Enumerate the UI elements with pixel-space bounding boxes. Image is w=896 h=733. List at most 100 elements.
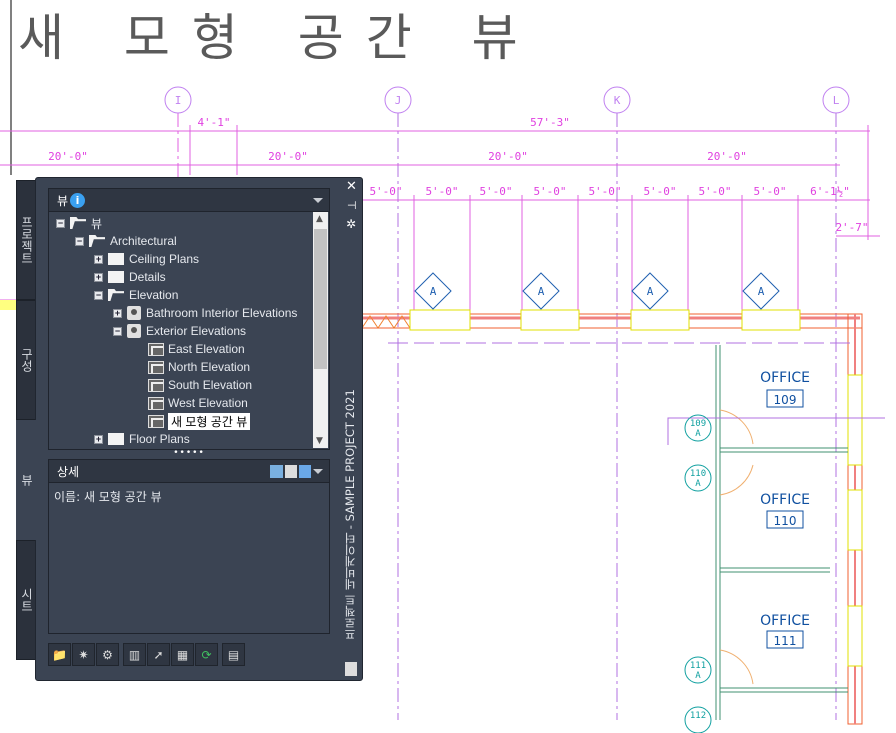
dropdown-icon[interactable] xyxy=(313,198,323,203)
room-number: 110 xyxy=(774,514,797,528)
refresh-button[interactable]: ⟳ xyxy=(195,643,218,666)
tree-label: 새 모형 공간 뷰 xyxy=(168,412,251,430)
tree-label: 뷰 xyxy=(91,216,103,231)
layout-button[interactable]: ▦ xyxy=(171,643,194,666)
expand-icon[interactable]: + xyxy=(113,307,122,318)
tab-project[interactable]: 프로젝트 xyxy=(16,180,38,300)
elevation-view-icon xyxy=(148,378,164,392)
tab-label: 시트 xyxy=(19,588,34,612)
dim-text: 5'-0" xyxy=(369,185,402,198)
add-category-button[interactable]: 📁 xyxy=(48,643,71,666)
tab-label: 뷰 xyxy=(19,474,34,486)
dim-text: 5'-0" xyxy=(479,185,512,198)
repath-button[interactable]: ▤ xyxy=(222,643,245,666)
tree-item-north-elevation[interactable]: North Elevation xyxy=(148,358,250,376)
scroll-up-icon[interactable]: ▲ xyxy=(316,214,323,224)
details-pane: 이름: 새 모형 공간 뷰 xyxy=(48,483,330,634)
view-history-icon[interactable] xyxy=(270,465,283,478)
elevation-view-icon xyxy=(148,396,164,410)
views-header-label: 뷰 xyxy=(57,193,69,208)
tree-item-details[interactable]: + Details xyxy=(94,268,166,286)
folder-open-icon xyxy=(89,235,105,247)
collapse-icon[interactable]: − xyxy=(56,217,65,228)
grid-label: I xyxy=(175,94,182,107)
folder-open-icon xyxy=(70,217,86,229)
splitter-handle[interactable]: ••••• xyxy=(173,448,205,458)
expand-icon[interactable]: + xyxy=(94,271,103,282)
tree-item-floor-plans[interactable]: + Floor Plans xyxy=(94,430,190,448)
xref-button[interactable]: ▥ xyxy=(123,643,146,666)
tree-item-architectural[interactable]: −Architectural xyxy=(75,232,177,250)
windows xyxy=(409,309,863,667)
door-tag-letter: A xyxy=(695,429,701,439)
tag-label: A xyxy=(758,285,765,298)
dim-text: 5'-0" xyxy=(643,185,676,198)
tree-item-elevation[interactable]: −Elevation xyxy=(94,286,178,304)
grid-label: K xyxy=(614,94,621,107)
tree-label: East Elevation xyxy=(168,342,245,356)
palette-title-bar[interactable]: ✕ ⊣ ✲ xyxy=(340,177,362,681)
select-button[interactable]: ➚ xyxy=(147,643,170,666)
scroll-down-icon[interactable]: ▼ xyxy=(316,436,323,446)
tree-label: Details xyxy=(129,270,166,284)
views-tree[interactable]: −뷰 −Architectural +Ceiling Plans +Detail… xyxy=(48,212,330,450)
scroll-thumb[interactable] xyxy=(314,229,327,369)
palette-toolbar: 📁 ✷ ⚙ ▥ ➚ ▦ ⟳ ▤ xyxy=(48,643,246,666)
collapse-icon[interactable]: − xyxy=(75,235,84,246)
tree-item-exterior-elevations[interactable]: − Exterior Elevations xyxy=(113,322,246,340)
info-icon[interactable]: i xyxy=(70,192,86,208)
view-title: 새 모형 공간 뷰 xyxy=(18,9,540,67)
folder-icon xyxy=(108,271,124,283)
auto-hide-icon[interactable]: ⊣ xyxy=(347,199,357,212)
tree-scrollbar[interactable]: ▲▼ xyxy=(313,212,328,448)
door-tag-number: 112 xyxy=(690,711,706,721)
dim-text: 20'-0" xyxy=(268,150,308,163)
section-tags xyxy=(414,272,780,310)
tree-label: Floor Plans xyxy=(129,432,190,446)
add-view-button[interactable]: ✷ xyxy=(72,643,95,666)
tag-label: A xyxy=(538,285,545,298)
door-tag-number: 109 xyxy=(690,419,706,429)
dropdown-icon[interactable] xyxy=(313,469,323,474)
tree-label: North Elevation xyxy=(168,360,251,374)
close-icon[interactable]: ✕ xyxy=(346,179,357,194)
door-tag-number: 110 xyxy=(690,469,706,479)
list-icon[interactable] xyxy=(285,465,297,478)
tree-item-east-elevation[interactable]: East Elevation xyxy=(148,340,245,358)
room-number: 109 xyxy=(774,393,797,407)
tree-item-bathroom-elevations[interactable]: +Bathroom Interior Elevations xyxy=(113,304,297,322)
tree-item-south-elevation[interactable]: South Elevation xyxy=(148,376,252,394)
preview-icon[interactable] xyxy=(299,465,311,478)
elevation-view-icon xyxy=(148,414,164,428)
tree-label: Ceiling Plans xyxy=(129,252,200,266)
details-name: 이름: 새 모형 공간 뷰 xyxy=(54,490,162,504)
tab-views[interactable]: 뷰 xyxy=(16,420,38,540)
expand-icon[interactable]: + xyxy=(94,253,103,264)
category-locked-icon xyxy=(127,324,141,338)
details-header[interactable]: 상세 xyxy=(48,459,330,483)
grid-label: L xyxy=(833,94,840,107)
tag-label: A xyxy=(430,285,437,298)
collapse-icon[interactable]: − xyxy=(113,325,122,336)
tab-label: 구성 xyxy=(19,348,34,372)
tree-item-ceiling-plans[interactable]: + Ceiling Plans xyxy=(94,250,199,268)
add-view-with-settings-button[interactable]: ⚙ xyxy=(96,643,119,666)
tree-label: South Elevation xyxy=(168,378,253,392)
grid-lines xyxy=(0,113,880,720)
tab-label: 프로젝트 xyxy=(19,216,34,264)
expand-icon[interactable]: + xyxy=(94,433,103,444)
settings-icon[interactable]: ✲ xyxy=(346,217,357,231)
tree-label: Exterior Elevations xyxy=(146,324,247,338)
palette-icon xyxy=(345,662,357,676)
dim-text: 20'-0" xyxy=(48,150,88,163)
tree-item-views[interactable]: −뷰 xyxy=(56,214,102,232)
tree-item-new-model-space-view[interactable]: 새 모형 공간 뷰 xyxy=(148,412,251,430)
collapse-icon[interactable]: − xyxy=(94,289,103,300)
tag-label: A xyxy=(647,285,654,298)
palette-title: 프로젝트 네비게이터 - SAMPLE PROJECT 2021 xyxy=(343,389,357,640)
tree-item-west-elevation[interactable]: West Elevation xyxy=(148,394,248,412)
dim-text: 20'-0" xyxy=(707,150,747,163)
dim-text: 5'-0" xyxy=(425,185,458,198)
